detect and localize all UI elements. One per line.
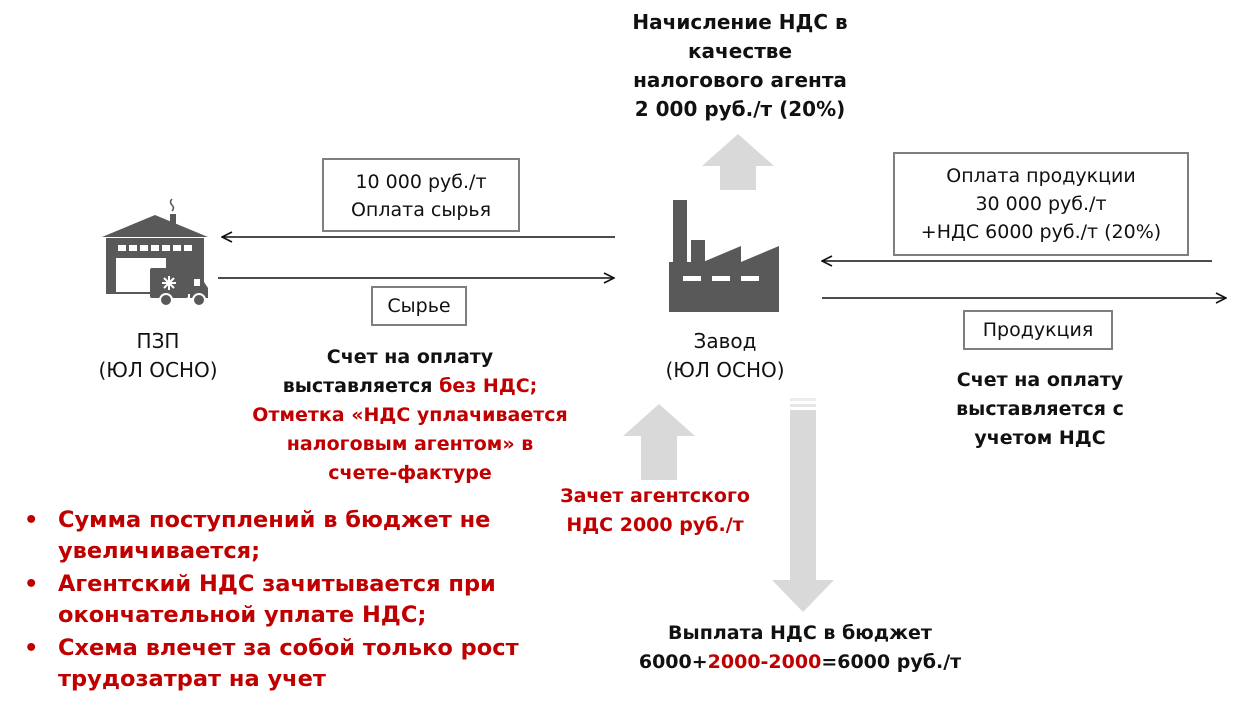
bullet-icon: • (24, 507, 39, 533)
product-payment-vat: +НДС 6000 руб./т (20%) (920, 221, 1162, 243)
conclusions-list: • Сумма поступлений в бюджет не увеличива… (24, 505, 544, 697)
vat-accrual-line: качестве (687, 39, 793, 63)
raw-material-box: Сырье (371, 286, 467, 326)
product-box: Продукция (963, 310, 1113, 350)
left-invoice-no-vat: без НДС; (439, 375, 538, 397)
raw-payment-amount: 10 000 руб./т (355, 171, 487, 193)
vat-accrual-line: 2 000 руб./т (20%) (634, 97, 846, 121)
product-label: Продукция (982, 319, 1094, 341)
factory-icon (669, 200, 779, 312)
vat-offset-line: Зачет агентского (560, 485, 750, 507)
budget-payment-note: Выплата НДС в бюджет 6000+2000-2000=6000… (600, 619, 1000, 677)
raw-material-label: Сырье (387, 295, 451, 317)
left-invoice-prefix: выставляется (282, 375, 440, 397)
budget-payment-title: Выплата НДС в бюджет (668, 622, 932, 644)
agent-mark-line: налоговым агентом» в (286, 433, 534, 455)
vat-accrual-note: Начисление НДС в качестве налогового аге… (590, 8, 890, 124)
bullet-icon: • (24, 635, 39, 661)
list-item-text: Схема влечет за собой только рост трудоз… (58, 635, 519, 692)
bullet-icon: • (24, 571, 39, 597)
supplier-form: (ЮЛ ОСНО) (98, 358, 218, 382)
right-invoice-note: Счет на оплату выставляется с учетом НДС (920, 366, 1160, 453)
vat-accrual-line: налогового агента (633, 68, 847, 92)
right-invoice-line: Счет на оплату (956, 369, 1124, 391)
vat-offset-line: НДС 2000 руб./т (566, 514, 744, 536)
agent-mark-line: Отметка «НДС уплачивается (252, 404, 568, 426)
budget-formula-part: 6000+ (638, 651, 708, 673)
list-item: • Сумма поступлений в бюджет не увеличива… (24, 505, 544, 567)
budget-formula-offset: 2000-2000 (707, 651, 822, 673)
right-invoice-line: выставляется с (956, 398, 1124, 420)
budget-formula: 6000+2000-2000=6000 руб./т (600, 648, 1000, 677)
budget-payment-arrow (772, 398, 834, 612)
supplier-name: ПЗП (136, 329, 180, 353)
agent-mark-line: счете-фактуре (328, 462, 492, 484)
vat-accrual-arrow (702, 134, 774, 190)
warehouse-truck-icon (102, 198, 208, 307)
supplier-label: ПЗП (ЮЛ ОСНО) (78, 327, 238, 385)
raw-payment-label: Оплата сырья (350, 199, 492, 221)
right-invoice-line: учетом НДС (974, 427, 1106, 449)
plant-name: Завод (693, 329, 757, 353)
list-item-text: Сумма поступлений в бюджет не увеличивае… (58, 507, 491, 564)
list-item: • Агентский НДС зачитывается при окончате… (24, 569, 544, 631)
list-item: • Схема влечет за собой только рост трудо… (24, 633, 544, 695)
raw-payment-box: 10 000 руб./т Оплата сырья (322, 158, 520, 232)
vat-accrual-line: Начисление НДС в (632, 10, 848, 34)
product-payment-label: Оплата продукции (946, 165, 1136, 187)
budget-formula-result: =6000 руб./т (821, 651, 962, 673)
vat-offset-arrow (623, 404, 695, 480)
list-item-text: Агентский НДС зачитывается при окончател… (58, 571, 496, 628)
plant-label: Завод (ЮЛ ОСНО) (645, 327, 805, 385)
plant-form: (ЮЛ ОСНО) (665, 358, 785, 382)
left-invoice-note: Счет на оплату выставляется без НДС; Отм… (222, 343, 598, 488)
left-invoice-line1: Счет на оплату (326, 346, 494, 368)
product-payment-amount: 30 000 руб./т (975, 193, 1107, 215)
product-payment-box: Оплата продукции 30 000 руб./т +НДС 6000… (893, 152, 1189, 256)
left-invoice-line2: выставляется без НДС; (222, 372, 598, 401)
vat-offset-note: Зачет агентского НДС 2000 руб./т (530, 482, 780, 540)
